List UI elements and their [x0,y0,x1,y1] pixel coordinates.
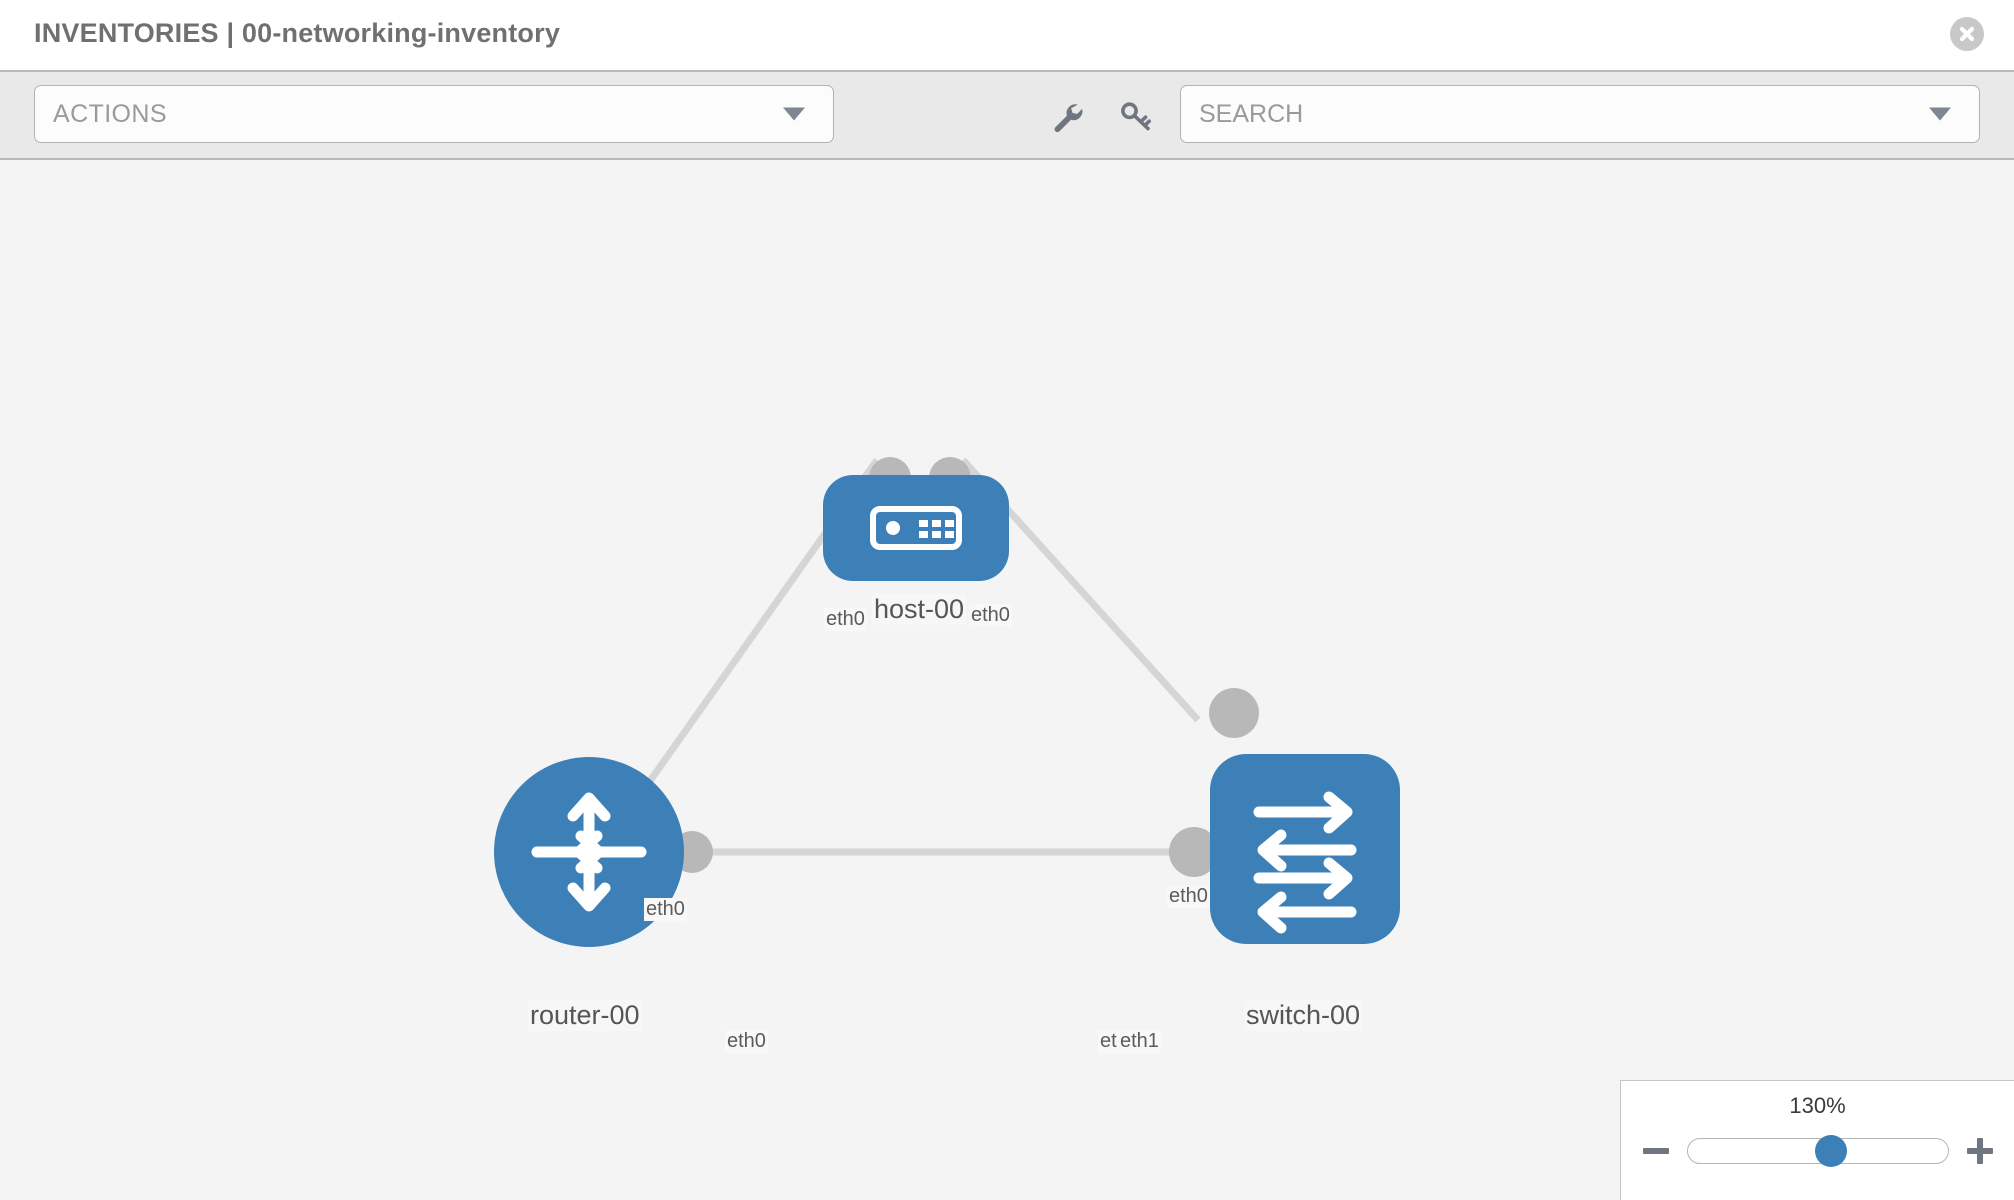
node-label-host-00: host-00 [872,594,967,625]
node-label-switch-00: switch-00 [1244,1000,1363,1031]
close-icon[interactable] [1950,17,1984,51]
iface-label-host00-right: eth0 [969,604,1012,627]
search-box[interactable] [1180,85,1980,143]
page-header: INVENTORIES | 00-networking-inventory [0,0,2014,70]
server-icon [870,506,962,550]
chevron-down-icon [783,107,805,121]
iface-label-switch00-north: eth0 [1167,885,1210,908]
topology-graph [494,457,1400,947]
iface-label-host00-left: eth0 [824,608,867,631]
toolbar: ACTIONS [0,70,2014,160]
zoom-control-panel: 130% [1620,1080,2014,1200]
router-arrows-icon [531,792,647,912]
zoom-slider-thumb[interactable] [1814,1135,1847,1167]
zoom-slider-track[interactable] [1686,1135,1949,1167]
actions-dropdown-label: ACTIONS [53,99,167,128]
zoom-in-button[interactable] [1963,1134,1997,1168]
node-label-router-00: router-00 [528,1000,642,1031]
zoom-level-value: 130% [1789,1093,1846,1118]
key-icon[interactable] [1113,94,1157,138]
search-input[interactable] [1199,99,1899,129]
iface-label-router00-north: eth0 [644,898,687,921]
connector-switch00-north [1209,688,1259,738]
chevron-down-icon[interactable] [1929,107,1951,121]
wrench-icon[interactable] [1044,94,1088,138]
switch-arrows-icon [1253,791,1357,934]
node-switch-00[interactable] [1210,754,1400,944]
node-router-00[interactable] [494,757,684,947]
connector-switch00-west [1169,827,1219,877]
iface-label-router00-east: eth0 [725,1030,768,1053]
page-title: INVENTORIES | 00-networking-inventory [34,18,561,48]
actions-dropdown[interactable]: ACTIONS [34,85,834,143]
zoom-out-button[interactable] [1639,1134,1673,1168]
node-host-00[interactable] [823,475,1009,581]
iface-label-switch00-west-eth1: eth1 [1118,1030,1161,1053]
topology-canvas[interactable]: host-00 router-00 switch-00 eth0 eth0 et… [0,160,2014,1200]
